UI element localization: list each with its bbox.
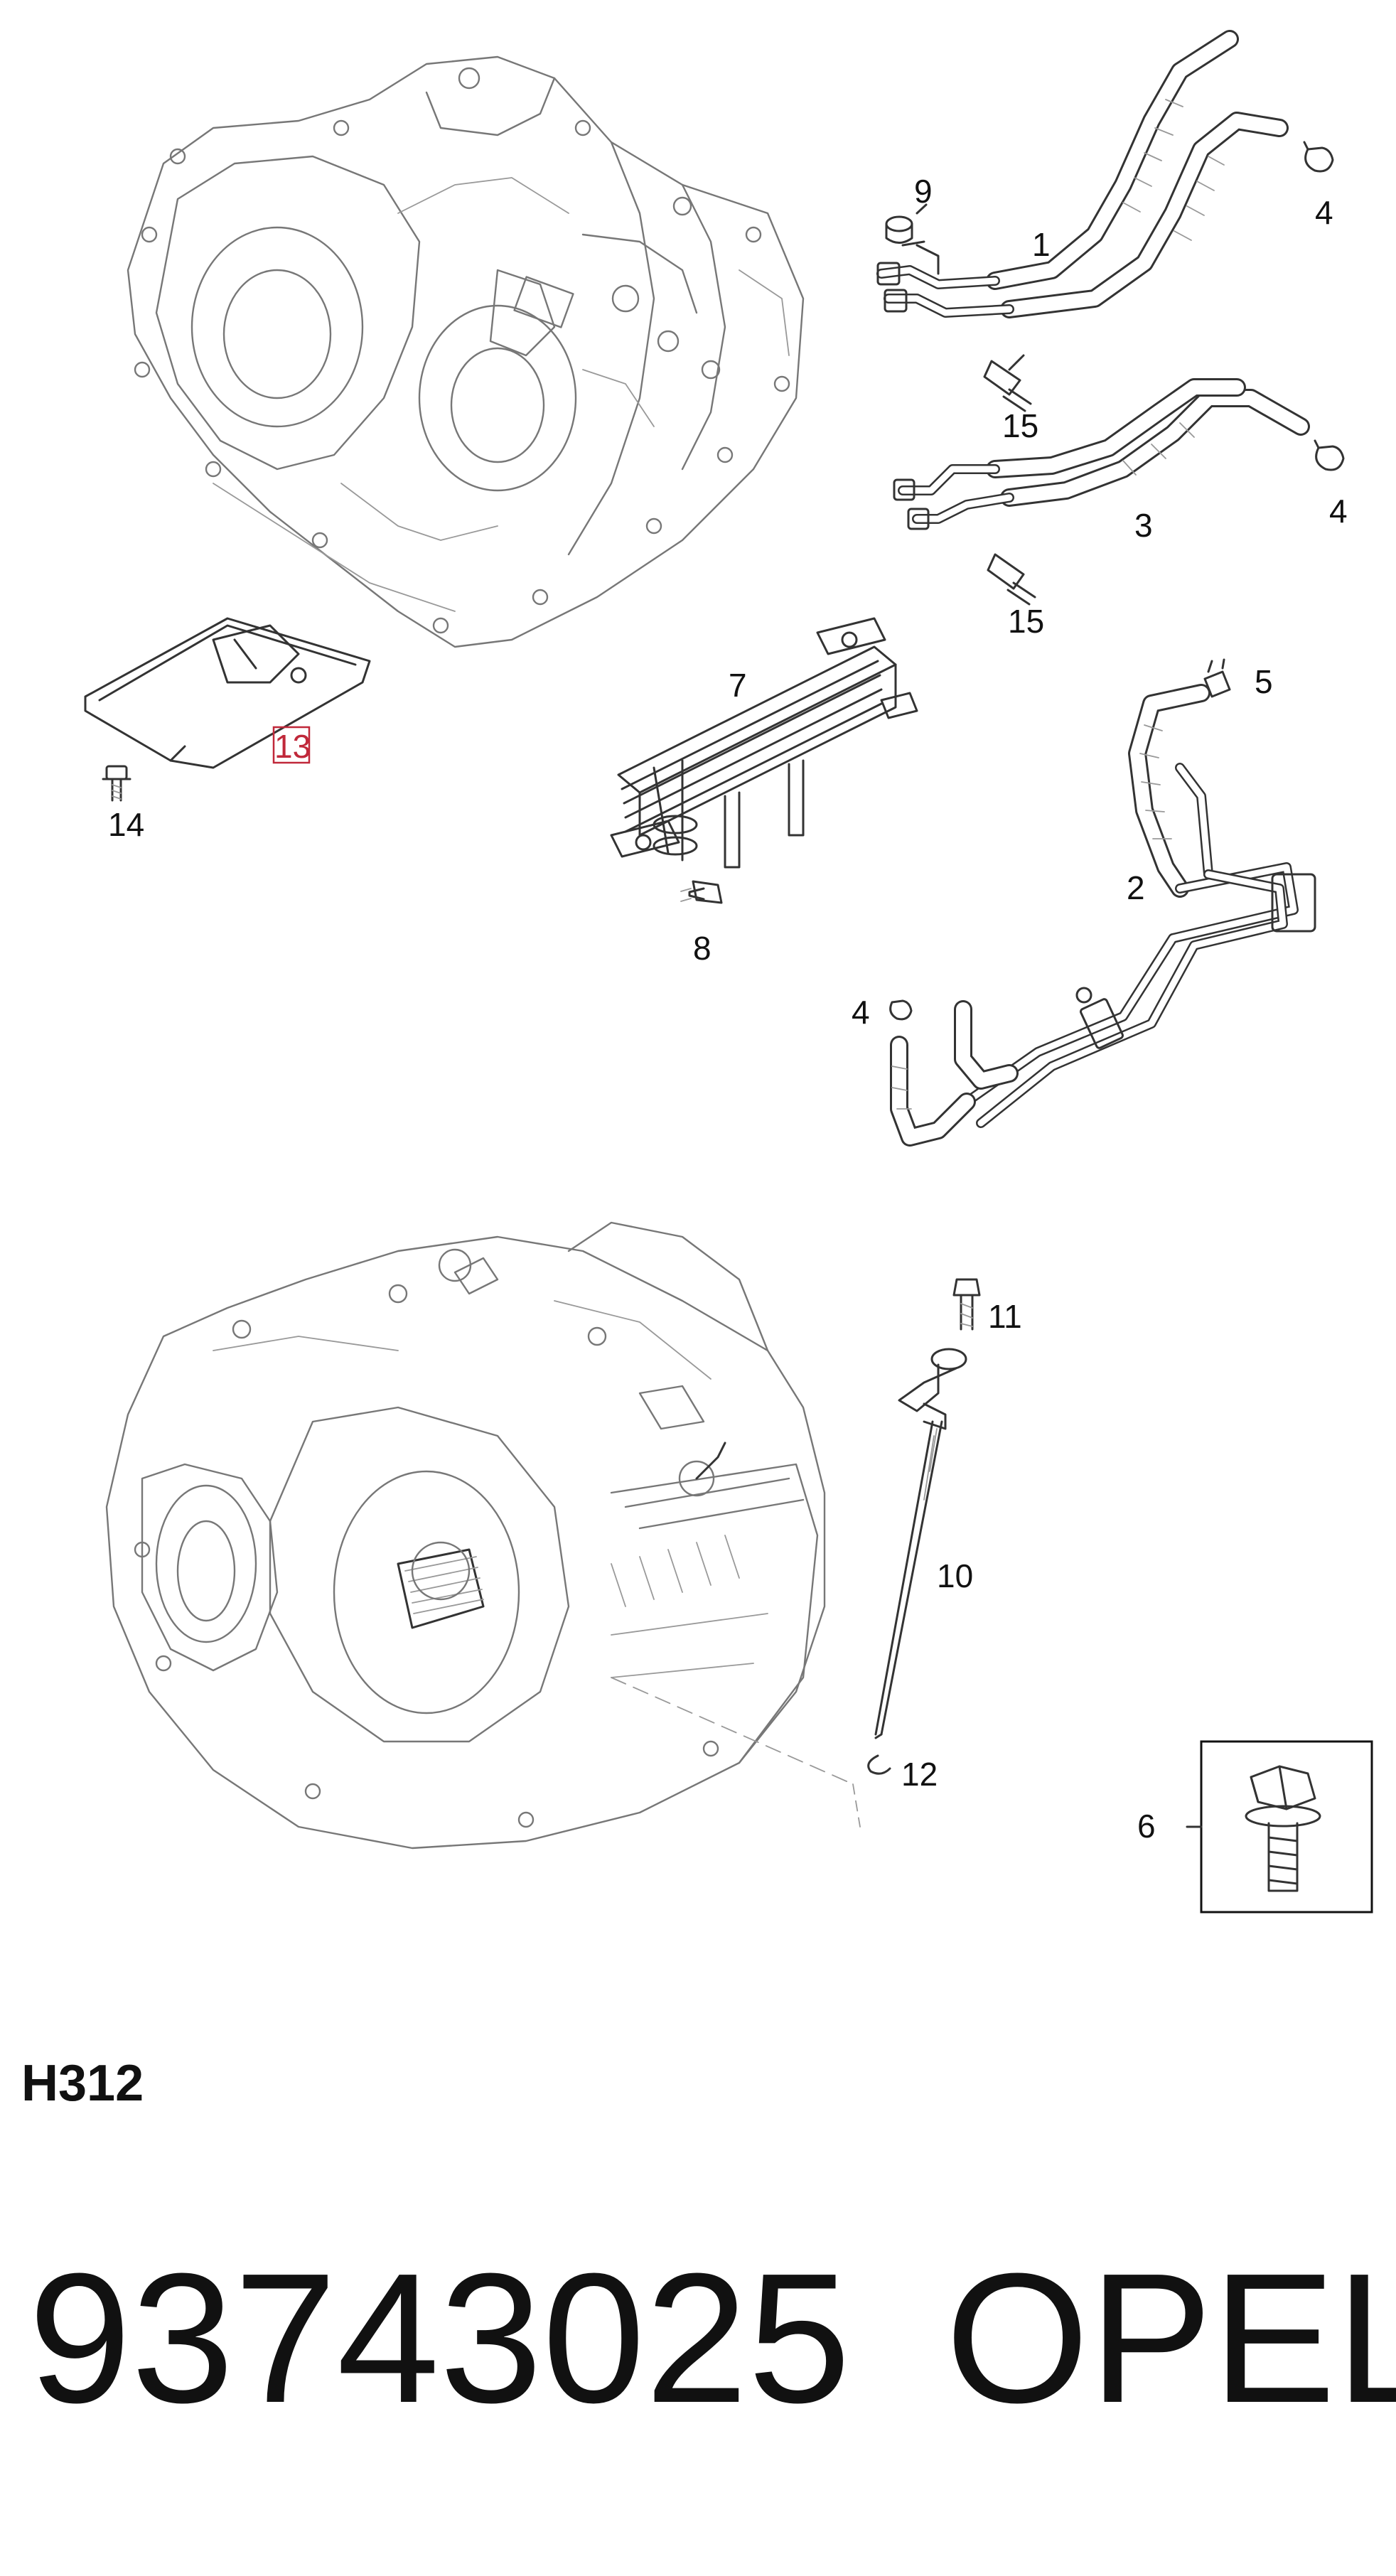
- oil-cooler-part-7: [610, 617, 918, 869]
- leader-lines: [916, 203, 1025, 371]
- callout-3: 3: [1134, 507, 1153, 544]
- callout-2: 2: [1127, 869, 1145, 906]
- callouts: 1 9 4 15 3 4 15 7 5 2 8 4 13 14 11 10 12…: [108, 173, 1348, 1845]
- callout-15-lower: 15: [1008, 603, 1044, 640]
- clamp-part-4-middle: [1314, 439, 1345, 471]
- callout-5: 5: [1255, 663, 1273, 700]
- part-number: 93743025: [28, 2236, 851, 2442]
- diagram-code: H312: [21, 2055, 144, 2112]
- callout-12: 12: [901, 1756, 938, 1793]
- callout-1: 1: [1032, 226, 1051, 263]
- clamp-part-4-lower: [889, 999, 913, 1021]
- bolt-part-11: [952, 1278, 981, 1331]
- callout-6: 6: [1137, 1808, 1156, 1845]
- callout-13-box: [272, 726, 311, 764]
- callout-4-middle: 4: [1329, 493, 1348, 530]
- cooler-pipe-part-2: [890, 684, 1316, 1147]
- callout-15-upper: 15: [1002, 407, 1038, 444]
- bolt-part-14: [102, 765, 131, 802]
- cooler-hose-part-1: [876, 30, 1289, 318]
- callout-7: 7: [729, 667, 747, 704]
- callout-13: 13: [274, 728, 311, 765]
- bolt-part-8: [680, 880, 723, 904]
- cap-part-9: [885, 215, 913, 244]
- callout-11: 11: [988, 1298, 1022, 1335]
- transmission-assembly-lower: [105, 1221, 861, 1850]
- bolt-detail-part-6: [1186, 1740, 1373, 1914]
- parts-diagram: 1 9 4 15 3 4 15 7 5 2 8 4 13 14 11 10 12…: [84, 30, 1373, 1914]
- clamp-part-4-upper: [1303, 141, 1334, 173]
- transmission-housing-upper: [127, 55, 805, 648]
- oil-strainer-part-13: [84, 617, 371, 769]
- bolt-part-15-upper: [983, 360, 1032, 412]
- oring-part-12: [867, 1754, 891, 1775]
- callout-14: 14: [108, 806, 144, 843]
- callout-4-lower: 4: [852, 994, 870, 1031]
- callout-10: 10: [937, 1557, 973, 1594]
- callout-8: 8: [693, 930, 712, 967]
- dipstick-part-10: [874, 1348, 967, 1739]
- brand-name: OPEL: [945, 2236, 1396, 2442]
- cooler-hose-part-3: [893, 378, 1310, 530]
- callout-9: 9: [914, 173, 933, 210]
- callout-4-upper: 4: [1315, 194, 1333, 231]
- bolt-part-15-lower: [987, 553, 1036, 606]
